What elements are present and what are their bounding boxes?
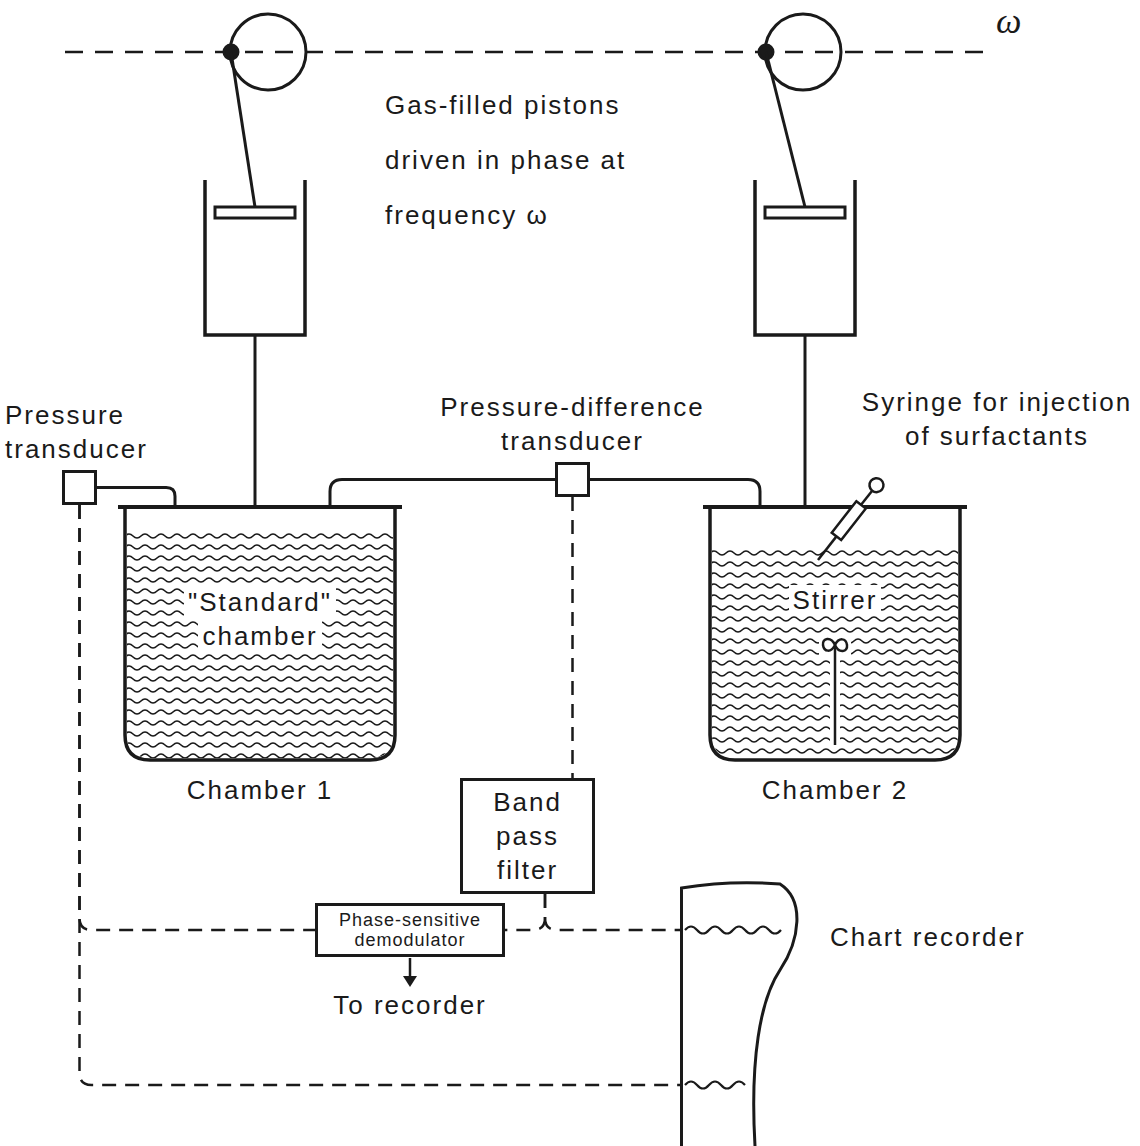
crank-wheel	[230, 14, 306, 90]
band-pass-filter: Band pass filter	[460, 778, 595, 894]
gas-pipe	[254, 335, 257, 505]
gas-line	[97, 488, 175, 506]
chart-outline	[682, 883, 797, 1146]
connecting-rod	[766, 52, 805, 207]
text-holder: Chamber 2	[700, 773, 970, 807]
output-arrow	[403, 958, 417, 987]
drive-shaft	[65, 51, 993, 54]
label-text: Pressure transducer	[5, 398, 185, 466]
drive-mechanism	[65, 14, 993, 505]
label-text: Chamber 1	[183, 775, 338, 805]
liquid-waves	[125, 534, 405, 758]
text-holder: "Standard" chamber	[160, 585, 360, 653]
arrow-line	[409, 958, 412, 978]
syringe-needle	[818, 536, 836, 560]
syringe-plunger	[861, 491, 872, 505]
label-text: Chart recorder	[830, 920, 1130, 954]
stirrer-shaft	[834, 647, 837, 745]
text-holder: Chart recorder	[830, 920, 1130, 954]
label-text: Stirrer	[789, 585, 882, 615]
chart-recorder: Chart recorder	[680, 880, 1136, 1146]
syringe-bulb	[867, 475, 887, 495]
label-text: Chamber 2	[758, 775, 913, 805]
text-holder: Phase-sensitive demodulator	[322, 910, 498, 950]
sample-chamber: StirrerChamber 2	[700, 505, 970, 805]
beaker-outline	[110, 505, 410, 805]
transducer-box	[62, 470, 97, 505]
chart-paper	[680, 880, 810, 1146]
signal-line	[571, 497, 574, 778]
chart-trace	[685, 1082, 745, 1089]
transducer-box	[555, 462, 590, 497]
phase-sensitive-demodulator: Phase-sensitive demodulator	[315, 903, 505, 957]
beaker-lid	[703, 505, 967, 509]
label-text: "Standard" chamber	[184, 587, 336, 651]
frequency-symbol: ω	[996, 0, 1036, 42]
beaker-outline	[700, 505, 970, 805]
piston	[765, 207, 845, 218]
syringe-note: Syringe for injection of surfactants	[858, 385, 1136, 453]
connecting-rod	[231, 52, 255, 207]
text-holder: Band pass filter	[467, 785, 588, 887]
signal-line	[505, 894, 545, 930]
label-text: Band pass filter	[467, 785, 588, 887]
gas-line	[590, 480, 760, 506]
beaker-wall	[125, 505, 395, 760]
beaker-wall	[710, 505, 960, 760]
pressure-difference-transducer: Pressure-difference transducer	[395, 390, 750, 497]
syringe	[812, 475, 886, 564]
crank-wheel	[765, 14, 841, 90]
text-holder: Chamber 1	[110, 773, 410, 807]
arrow-head	[403, 976, 417, 987]
gas-pipe	[804, 335, 807, 505]
recorder-output-label: To recorder	[300, 988, 520, 1022]
beaker-lid	[118, 505, 402, 509]
syringe-barrel	[832, 501, 866, 540]
label-text: Pressure-difference transducer	[395, 390, 750, 458]
liquid-waves	[710, 551, 970, 753]
cylinder	[205, 180, 305, 335]
standard-chamber: "Standard" chamberChamber 1	[110, 505, 410, 805]
cylinder	[755, 180, 855, 335]
piston	[215, 207, 295, 218]
signal-line	[80, 505, 681, 1085]
label-text: Phase-sensitive demodulator	[322, 910, 498, 950]
piston-note: Gas-filled pistons driven in phase at fr…	[385, 78, 705, 243]
stirrer-shaft-patch	[830, 645, 840, 745]
text-holder: Stirrer	[735, 583, 935, 617]
pressure-transducer: Pressure transducer	[5, 398, 185, 505]
stirrer-blade	[823, 639, 847, 651]
signal-line	[545, 894, 680, 930]
gas-line	[330, 480, 555, 506]
chart-trace	[685, 927, 781, 934]
